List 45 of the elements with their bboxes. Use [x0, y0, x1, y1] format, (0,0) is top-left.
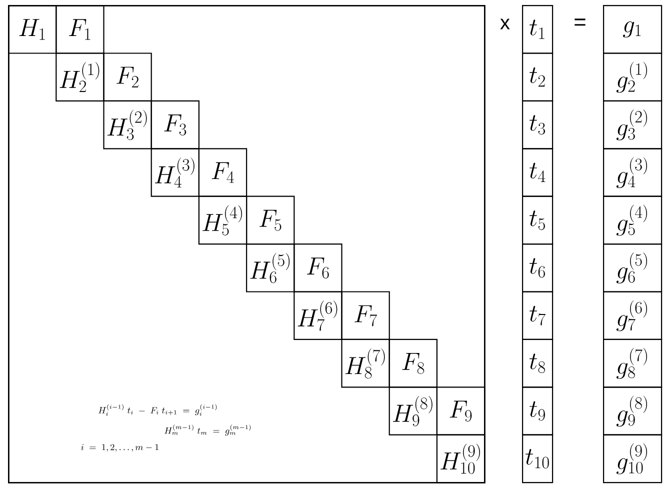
matrix-cell: $H_{1}$: [8, 5, 57, 54]
vector-cell: $t_{9}$: [522, 386, 554, 436]
vector-cell: $t_{10}$: [522, 434, 554, 484]
matrix-cell: $H_{10}^{(9)}$: [436, 434, 486, 484]
vector-cell: $g_{1}$: [603, 5, 662, 54]
matrix-cell: $H_{5}^{(4)}$: [198, 196, 248, 245]
equation: $H_{m}^{(m-1)}\;t_{m}\;=\;g_{m}^{(m-1)}$: [164, 424, 251, 436]
matrix-cell: $H_{7}^{(6)}$: [294, 291, 342, 340]
operator-symbol: x: [500, 18, 510, 30]
matrix-cell: $H_{8}^{(7)}$: [341, 338, 390, 388]
vector-cell: $g_{4}^{(3)}$: [603, 148, 662, 197]
vector-cell: $t_{6}$: [522, 244, 554, 292]
matrix-cell: $H_{3}^{(2)}$: [103, 100, 152, 150]
vector-cell: $t_{2}$: [522, 52, 554, 102]
vector-cell: $g_{5}^{(4)}$: [603, 196, 662, 245]
vector-cell: $t_{4}$: [522, 148, 554, 197]
vector-cell: $t_{8}$: [522, 338, 554, 388]
vector-cell: $t_{3}$: [522, 100, 554, 150]
equation: $i\;=\;1,2,\ldots,m-1$: [81, 444, 158, 452]
matrix-cell: $F_{8}$: [388, 338, 438, 388]
vector-cell: $g_{2}^{(1)}$: [603, 52, 662, 102]
vector-cell: $g_{7}^{(6)}$: [603, 291, 662, 340]
vector-cell: $g_{9}^{(8)}$: [603, 386, 662, 436]
matrix-cell: $F_{9}$: [436, 386, 486, 436]
equation: $H_{i}^{(i-1)}\;t_{i}\;-\;F_{i}\;t_{i+1}\;=\;g_{i}^{(i-1)}$: [98, 404, 217, 416]
vector-cell: $t_{7}$: [522, 291, 554, 340]
matrix-cell: $F_{6}$: [294, 244, 342, 292]
matrix-cell: $F_{2}$: [103, 52, 152, 102]
matrix-cell: $H_{4}^{(3)}$: [150, 148, 200, 197]
matrix-box: [8, 5, 486, 484]
matrix-cell: $H_{6}^{(5)}$: [246, 244, 295, 292]
vector-cell: $t_{5}$: [522, 196, 554, 245]
matrix-cell: $F_{1}$: [56, 5, 104, 54]
matrix-cell: $H_{2}^{(1)}$: [56, 52, 104, 102]
matrix-cell: $F_{3}$: [150, 100, 200, 150]
vector-cell: $g_{8}^{(7)}$: [603, 338, 662, 388]
matrix-cell: $F_{4}$: [198, 148, 248, 197]
vector-cell: $g_{3}^{(2)}$: [603, 100, 662, 150]
matrix-cell: $H_{9}^{(8)}$: [388, 386, 438, 436]
matrix-cell: $F_{5}$: [246, 196, 295, 245]
matrix-cell: $F_{7}$: [341, 291, 390, 340]
vector-cell: $t_{1}$: [522, 5, 554, 54]
vector-cell: $g_{10}^{(9)}$: [603, 434, 662, 484]
operator-symbol: =: [574, 18, 586, 26]
vector-cell: $g_{6}^{(5)}$: [603, 244, 662, 292]
